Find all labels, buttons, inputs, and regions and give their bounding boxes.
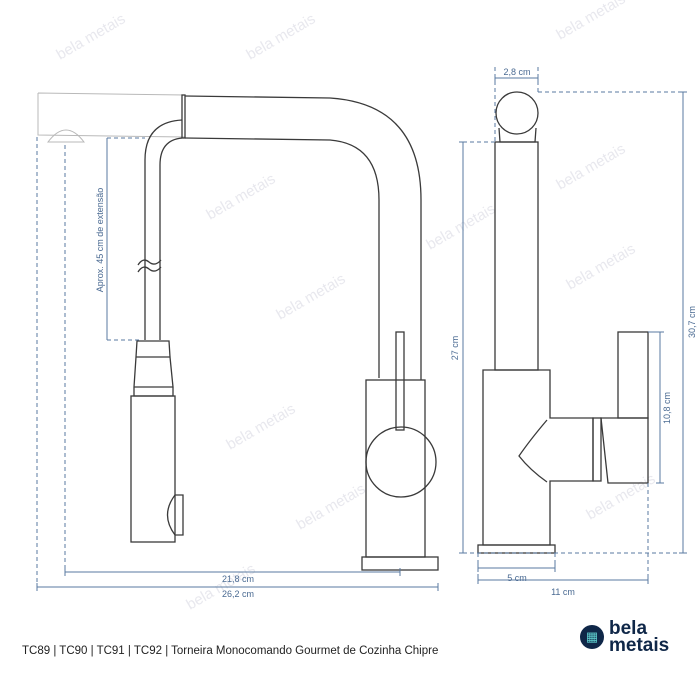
spray-head (130, 340, 184, 543)
logo-line1: bela (609, 618, 648, 639)
faucet-body (361, 331, 439, 571)
logo-wordmark: bela metais (609, 618, 670, 656)
reach-total-label: 26,2 cm (222, 589, 254, 599)
watermark-text: bela metais (244, 10, 319, 63)
watermark-text: bela metais (224, 400, 299, 453)
lever-height-label: 10,8 cm (662, 392, 672, 424)
logo-line2: metais (609, 635, 670, 656)
front-view: Aprox. 45 cm de extensão 21,8 cm 26,2 cm (36, 92, 439, 599)
spout (181, 94, 422, 380)
watermark-text: bela metais (294, 480, 369, 533)
watermark-text: bela metais (204, 170, 279, 223)
watermark-text: bela metais (564, 240, 639, 293)
reach-spout-label: 21,8 cm (222, 574, 254, 584)
watermark-text: bela metais (424, 200, 499, 253)
depth-total-label: 11 cm (551, 587, 575, 597)
brand-logo: ▦ bela metais (580, 618, 670, 656)
spout-width-label: 2,8 cm (503, 67, 530, 77)
base-width-label: 5 cm (507, 573, 527, 583)
height-spout-label: 27 cm (450, 336, 460, 361)
watermark-text: bela metais (274, 270, 349, 323)
extension-label: Aprox. 45 cm de extensão (95, 188, 105, 293)
watermark-text: bela metais (554, 140, 629, 193)
pull-out-hose (137, 119, 183, 340)
product-caption: TC89 | TC90 | TC91 | TC92 | Torneira Mon… (22, 645, 439, 657)
logo-icon: ▦ (580, 625, 604, 649)
side-dimensions: 2,8 cm 27 cm 30,7 cm 10,8 cm 5 cm 11 cm (450, 67, 697, 597)
watermark-text: bela metais (584, 470, 659, 523)
watermark-text: bela metais (54, 10, 129, 63)
ghost-spout-extended (37, 92, 186, 143)
side-view: 2,8 cm 27 cm 30,7 cm 10,8 cm 5 cm 11 cm (450, 67, 697, 597)
front-dimensions: Aprox. 45 cm de extensão 21,8 cm 26,2 cm (36, 137, 439, 599)
height-total-label: 30,7 cm (687, 306, 697, 338)
watermark-text: bela metais (554, 0, 629, 43)
